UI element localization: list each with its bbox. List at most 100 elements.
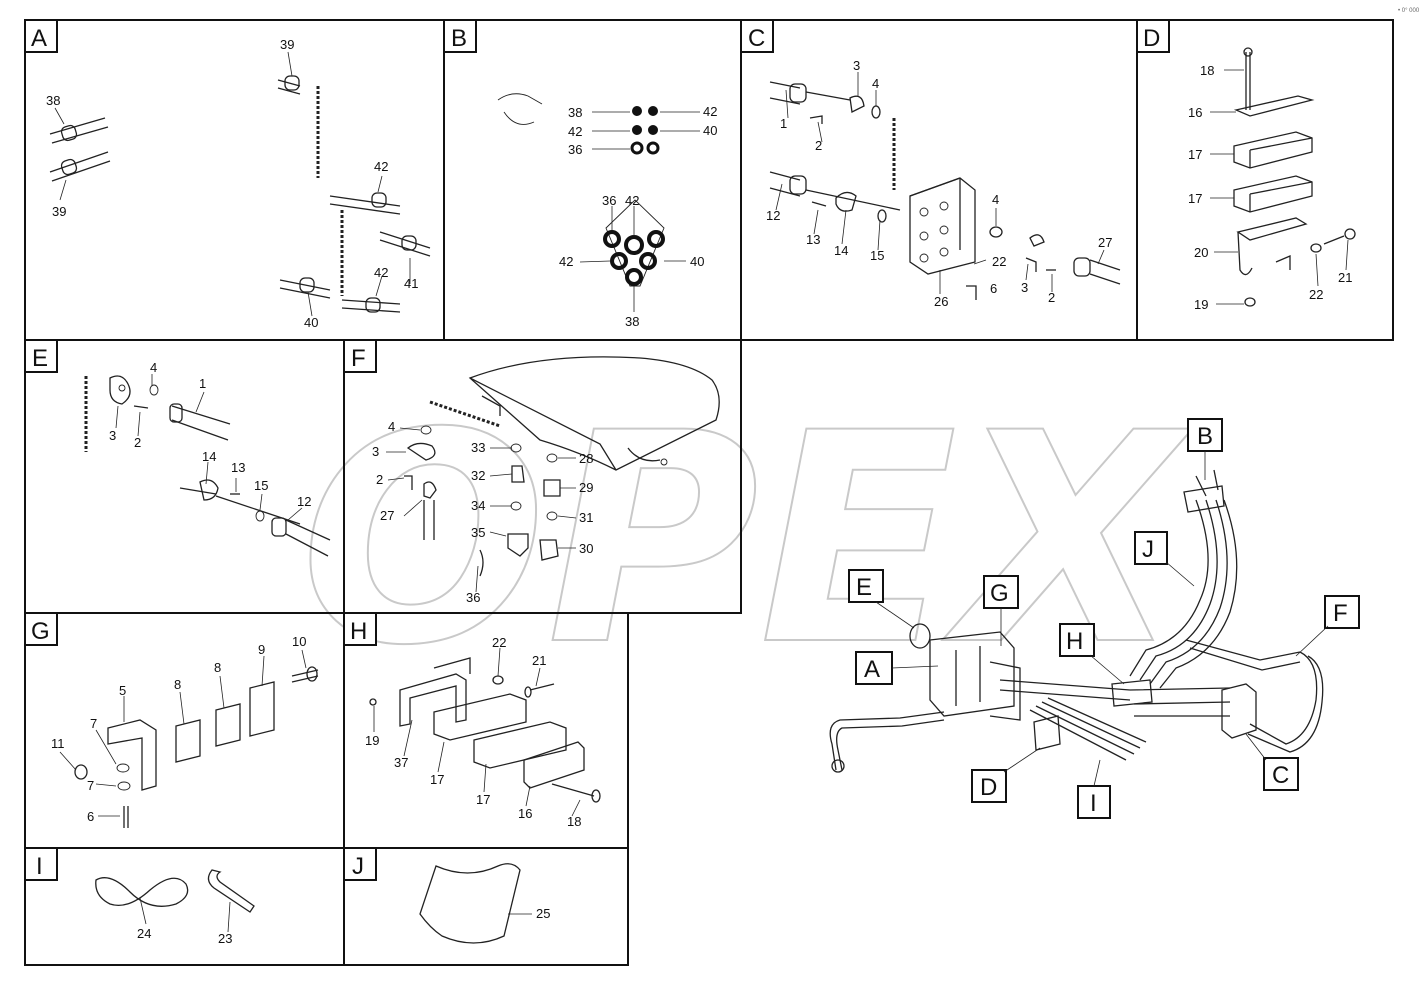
panel-a-drawing [49,51,431,317]
c-label: 4 [872,76,879,91]
f-label: 33 [471,440,485,455]
c-label: 13 [806,232,820,247]
panel-g-labels: 10 9 8 8 5 7 11 7 6 [51,634,306,824]
b-label: 42 [568,124,582,139]
f-label: 3 [372,444,379,459]
panel-c-drawing [769,72,1121,300]
h-label: 37 [394,755,408,770]
panel-g-drawing [59,649,319,828]
panel-d-labels: 18 16 17 17 20 19 22 21 [1188,63,1352,312]
panel-i-frame [24,847,345,966]
panel-g-tag: G [31,618,50,645]
panel-b-labels: 38 42 42 40 36 36 42 42 40 38 [559,104,717,329]
panel-d-drawing [1210,47,1356,307]
e-label: 4 [150,360,157,375]
e-label: 1 [199,376,206,391]
overview-assembly [829,469,1324,773]
b-label: 36 [602,193,616,208]
panel-j-drawing [419,863,532,944]
panel-c-labels: 3 4 1 2 12 13 14 15 4 22 6 26 3 2 27 [766,58,1112,309]
c-label: 14 [834,243,848,258]
panel-i-tag: I [36,853,43,880]
a-label: 39 [52,204,66,219]
g-label: 7 [90,716,97,731]
c-label: 12 [766,208,780,223]
e-label: 15 [254,478,268,493]
panel-e-frame [24,339,345,614]
b-label: 38 [625,314,639,329]
h-label: 17 [430,772,444,787]
f-label: 32 [471,468,485,483]
e-label: 3 [109,428,116,443]
callout-i: I [1090,790,1097,817]
a-label: 38 [46,93,60,108]
d-label: 20 [1194,245,1208,260]
f-label: 4 [388,419,395,434]
panel-b-frame [443,19,742,341]
g-label: 8 [174,677,181,692]
g-label: 10 [292,634,306,649]
panel-f-labels: 4 3 2 27 33 32 34 35 36 28 29 31 30 [372,419,593,605]
callout-c: C [1272,762,1289,789]
panel-j-labels: 25 [536,906,550,921]
g-label: 7 [87,778,94,793]
d-label: 19 [1194,297,1208,312]
overview-callouts: B J E G H F A D I C [848,418,1360,819]
g-label: 5 [119,683,126,698]
d-label: 17 [1188,191,1202,206]
panel-i-drawing [95,869,255,933]
c-label: 4 [992,192,999,207]
d-label: 16 [1188,105,1202,120]
corner-mark: • 0° 000 [1398,8,1420,14]
panel-c-frame [740,19,1138,341]
panel-b-tag: B [451,25,467,52]
f-label: 36 [466,590,480,605]
e-label: 14 [202,449,216,464]
panel-a-labels: 39 38 39 42 41 42 40 [46,37,418,330]
c-label: 6 [990,281,997,296]
callout-j: J [1142,536,1154,563]
callout-g: G [990,580,1009,607]
c-label: 2 [1048,290,1055,305]
h-label: 22 [492,635,506,650]
f-label: 30 [579,541,593,556]
e-label: 2 [134,435,141,450]
d-label: 18 [1200,63,1214,78]
j-label: 25 [536,906,550,921]
g-label: 6 [87,809,94,824]
a-label: 39 [280,37,294,52]
callout-a: A [864,656,880,683]
b-label: 36 [568,142,582,157]
i-label: 23 [218,931,232,946]
panel-e-tag: E [32,345,48,372]
callout-e: E [856,574,872,601]
d-label: 21 [1338,270,1352,285]
b-label: 40 [703,123,717,138]
c-label: 3 [853,58,860,73]
callout-f: F [1333,600,1348,627]
panel-d-tag: D [1143,25,1160,52]
b-label: 42 [559,254,573,269]
g-label: 9 [258,642,265,657]
panel-h-drawing [369,647,601,817]
f-label: 27 [380,508,394,523]
panel-j-tag: J [352,853,364,880]
a-label: 41 [404,276,418,291]
b-label: 40 [690,254,704,269]
f-label: 29 [579,480,593,495]
b-label: 38 [568,105,582,120]
b-label: 42 [703,104,717,119]
c-label: 2 [815,138,822,153]
panel-a-tag: A [31,25,47,52]
c-label: 15 [870,248,884,263]
f-label: 34 [471,498,485,513]
d-label: 17 [1188,147,1202,162]
e-label: 13 [231,460,245,475]
watermark-text: OPEX [300,372,1193,709]
d-label: 22 [1309,287,1323,302]
c-label: 26 [934,294,948,309]
panel-e-drawing [84,374,331,557]
panel-b-drawing [497,93,700,312]
